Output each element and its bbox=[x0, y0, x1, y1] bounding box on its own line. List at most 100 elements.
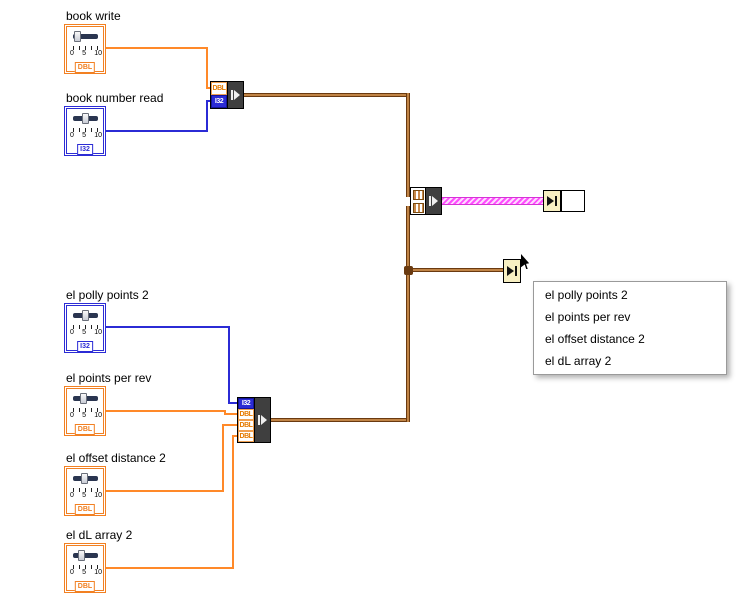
slider-ticks bbox=[73, 408, 99, 412]
scale-min: 0 bbox=[70, 50, 74, 57]
wire-book-number-read[interactable] bbox=[106, 130, 208, 132]
scale-min: 0 bbox=[70, 132, 74, 139]
slider-scale: 0 5 10 bbox=[70, 412, 102, 420]
slider-terminal-icon[interactable]: 0 5 10 DBL bbox=[64, 466, 106, 516]
scale-mid: 5 bbox=[82, 412, 86, 419]
control-label: book number read bbox=[66, 91, 164, 105]
scale-mid: 5 bbox=[82, 492, 86, 499]
slider-scale: 0 5 10 bbox=[70, 569, 102, 577]
wire-el-dl-array-2[interactable] bbox=[232, 435, 237, 437]
wire-el-points-per-rev[interactable] bbox=[224, 413, 237, 415]
scale-min: 0 bbox=[70, 492, 74, 499]
bundle-terminals: DBL I32 bbox=[210, 81, 228, 109]
control-label: el offset distance 2 bbox=[66, 451, 166, 465]
wire-book-write[interactable] bbox=[206, 47, 208, 89]
wire-el-points-per-rev[interactable] bbox=[106, 410, 226, 412]
context-menu-item[interactable]: el points per rev bbox=[545, 310, 631, 324]
bundle-icon-arrow bbox=[234, 90, 240, 100]
control-label: book write bbox=[66, 9, 121, 23]
slider-control-el-polly-points-2[interactable]: el polly points 2 0 5 10 I32 bbox=[64, 288, 149, 353]
slider-terminal-icon[interactable]: 0 5 10 DBL bbox=[64, 543, 106, 593]
slider-control-book-number-read[interactable]: book number read 0 5 10 I32 bbox=[64, 91, 163, 156]
slider-knob bbox=[78, 550, 85, 561]
bundle-node-top[interactable]: DBL I32 bbox=[210, 81, 244, 109]
wire-book-write[interactable] bbox=[106, 47, 208, 49]
slider-control-el-points-per-rev[interactable]: el points per rev 0 5 10 DBL bbox=[64, 371, 151, 436]
slider-terminal-icon[interactable]: 0 5 10 I32 bbox=[64, 106, 106, 156]
scale-max: 10 bbox=[94, 412, 102, 419]
slider-terminal-icon[interactable]: 0 5 10 I32 bbox=[64, 303, 106, 353]
wire-el-polly-points-2[interactable] bbox=[228, 402, 237, 404]
context-menu-item[interactable]: el dL array 2 bbox=[545, 354, 612, 368]
terminal-cell-dbl: DBL bbox=[238, 420, 254, 431]
terminal-cell-dbl: DBL bbox=[238, 409, 254, 420]
wire-array-of-clusters[interactable] bbox=[442, 197, 543, 205]
terminal-cell-dbl: DBL bbox=[211, 82, 227, 95]
scale-max: 10 bbox=[94, 132, 102, 139]
slider-knob bbox=[81, 473, 88, 484]
bundle-icon bbox=[228, 81, 244, 109]
datatype-tag: I32 bbox=[77, 144, 93, 155]
index-array-node[interactable] bbox=[543, 190, 561, 212]
datatype-tag: DBL bbox=[74, 504, 96, 515]
bundle-icon-arrow bbox=[261, 415, 267, 425]
scale-max: 10 bbox=[94, 492, 102, 499]
wire-cluster-top[interactable] bbox=[406, 93, 410, 197]
slider-terminal-icon[interactable]: 0 5 10 DBL bbox=[64, 24, 106, 74]
arrow-right-icon bbox=[507, 266, 514, 276]
terminal-cell-i32: I32 bbox=[238, 398, 254, 409]
scale-mid: 5 bbox=[82, 329, 86, 336]
unbundle-node[interactable] bbox=[503, 259, 521, 283]
wire-el-offset-distance-2[interactable] bbox=[106, 490, 224, 492]
slider-ticks bbox=[73, 488, 99, 492]
slider-ticks bbox=[73, 325, 99, 329]
wire-book-number-read[interactable] bbox=[206, 100, 212, 102]
wire-el-offset-distance-2[interactable] bbox=[222, 424, 224, 492]
bundle-terminals: I32 DBL DBL DBL bbox=[237, 397, 255, 443]
slider-control-book-write[interactable]: book write 0 5 10 DBL bbox=[64, 9, 121, 74]
build-array-node[interactable] bbox=[410, 187, 442, 215]
wire-el-offset-distance-2[interactable] bbox=[222, 424, 237, 426]
cluster-glyph-icon bbox=[412, 189, 424, 200]
array-input-cells bbox=[410, 187, 426, 215]
slider-scale: 0 5 10 bbox=[70, 132, 102, 140]
slider-terminal-icon[interactable]: 0 5 10 DBL bbox=[64, 386, 106, 436]
scale-mid: 5 bbox=[82, 132, 86, 139]
wire-el-polly-points-2[interactable] bbox=[228, 326, 230, 404]
wire-el-dl-array-2[interactable] bbox=[232, 435, 234, 569]
control-label: el points per rev bbox=[66, 371, 152, 385]
output-terminal-box[interactable] bbox=[561, 190, 585, 212]
build-array-icon bbox=[426, 187, 442, 215]
wire-book-number-read[interactable] bbox=[206, 100, 208, 132]
context-menu: el polly points 2 el points per rev el o… bbox=[533, 281, 727, 375]
scale-min: 0 bbox=[70, 329, 74, 336]
wire-cluster-bottom[interactable] bbox=[406, 206, 410, 422]
bundle-icon-bar bbox=[258, 415, 260, 425]
wire-el-polly-points-2[interactable] bbox=[106, 326, 230, 328]
wire-cluster-bottom[interactable] bbox=[270, 418, 410, 422]
scale-min: 0 bbox=[70, 412, 74, 419]
slider-knob bbox=[82, 310, 89, 321]
slider-control-el-offset-distance-2[interactable]: el offset distance 2 0 5 10 DBL bbox=[64, 451, 166, 516]
context-menu-item[interactable]: el offset distance 2 bbox=[545, 332, 645, 346]
datatype-tag: I32 bbox=[77, 341, 93, 352]
terminal-cell-i32: I32 bbox=[211, 95, 227, 108]
scale-min: 0 bbox=[70, 569, 74, 576]
mouse-cursor bbox=[521, 254, 530, 269]
control-label: el polly points 2 bbox=[66, 288, 149, 302]
arrow-bar-icon bbox=[515, 266, 517, 276]
wire-cluster-top[interactable] bbox=[242, 93, 410, 97]
context-menu-item[interactable]: el polly points 2 bbox=[545, 288, 628, 302]
slider-knob bbox=[74, 31, 81, 42]
slider-control-el-dl-array-2[interactable]: el dL array 2 0 5 10 DBL bbox=[64, 528, 132, 593]
scale-mid: 5 bbox=[82, 50, 86, 57]
wire-cluster-branch[interactable] bbox=[410, 268, 504, 272]
wire-book-write[interactable] bbox=[206, 87, 212, 89]
slider-ticks bbox=[73, 46, 99, 50]
slider-track bbox=[73, 553, 98, 558]
wire-el-points-per-rev[interactable] bbox=[224, 410, 226, 415]
bundle-icon-bar bbox=[231, 90, 233, 100]
bundle-node-bottom[interactable]: I32 DBL DBL DBL bbox=[237, 397, 271, 443]
datatype-tag: DBL bbox=[74, 581, 96, 592]
wire-el-dl-array-2[interactable] bbox=[106, 567, 234, 569]
